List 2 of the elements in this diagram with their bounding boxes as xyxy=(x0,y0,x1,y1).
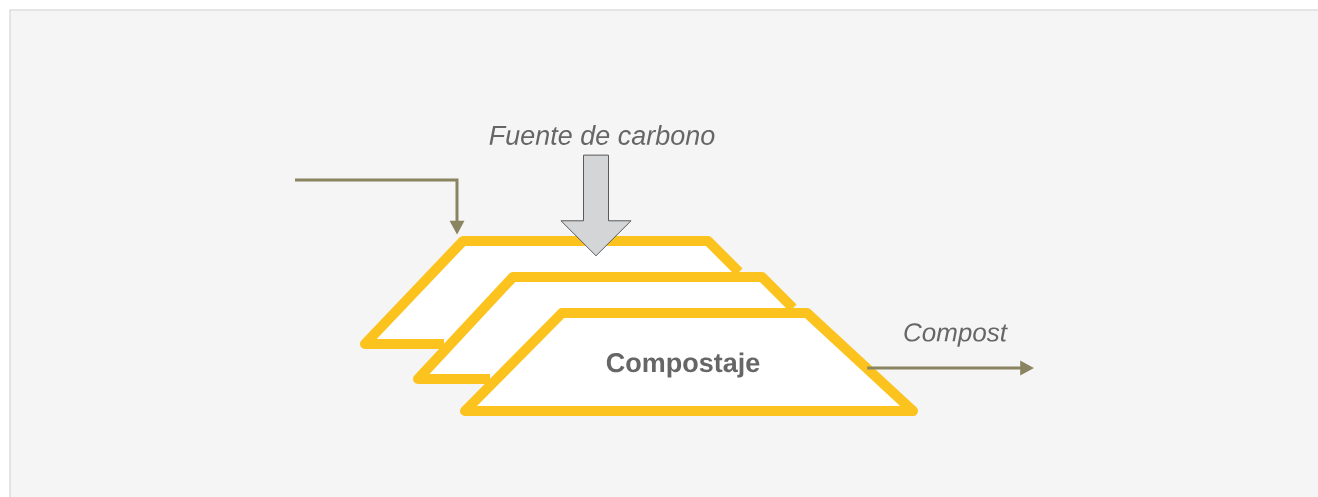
block-arrow xyxy=(560,154,632,257)
input-label: Fuente de carbono xyxy=(489,125,715,145)
